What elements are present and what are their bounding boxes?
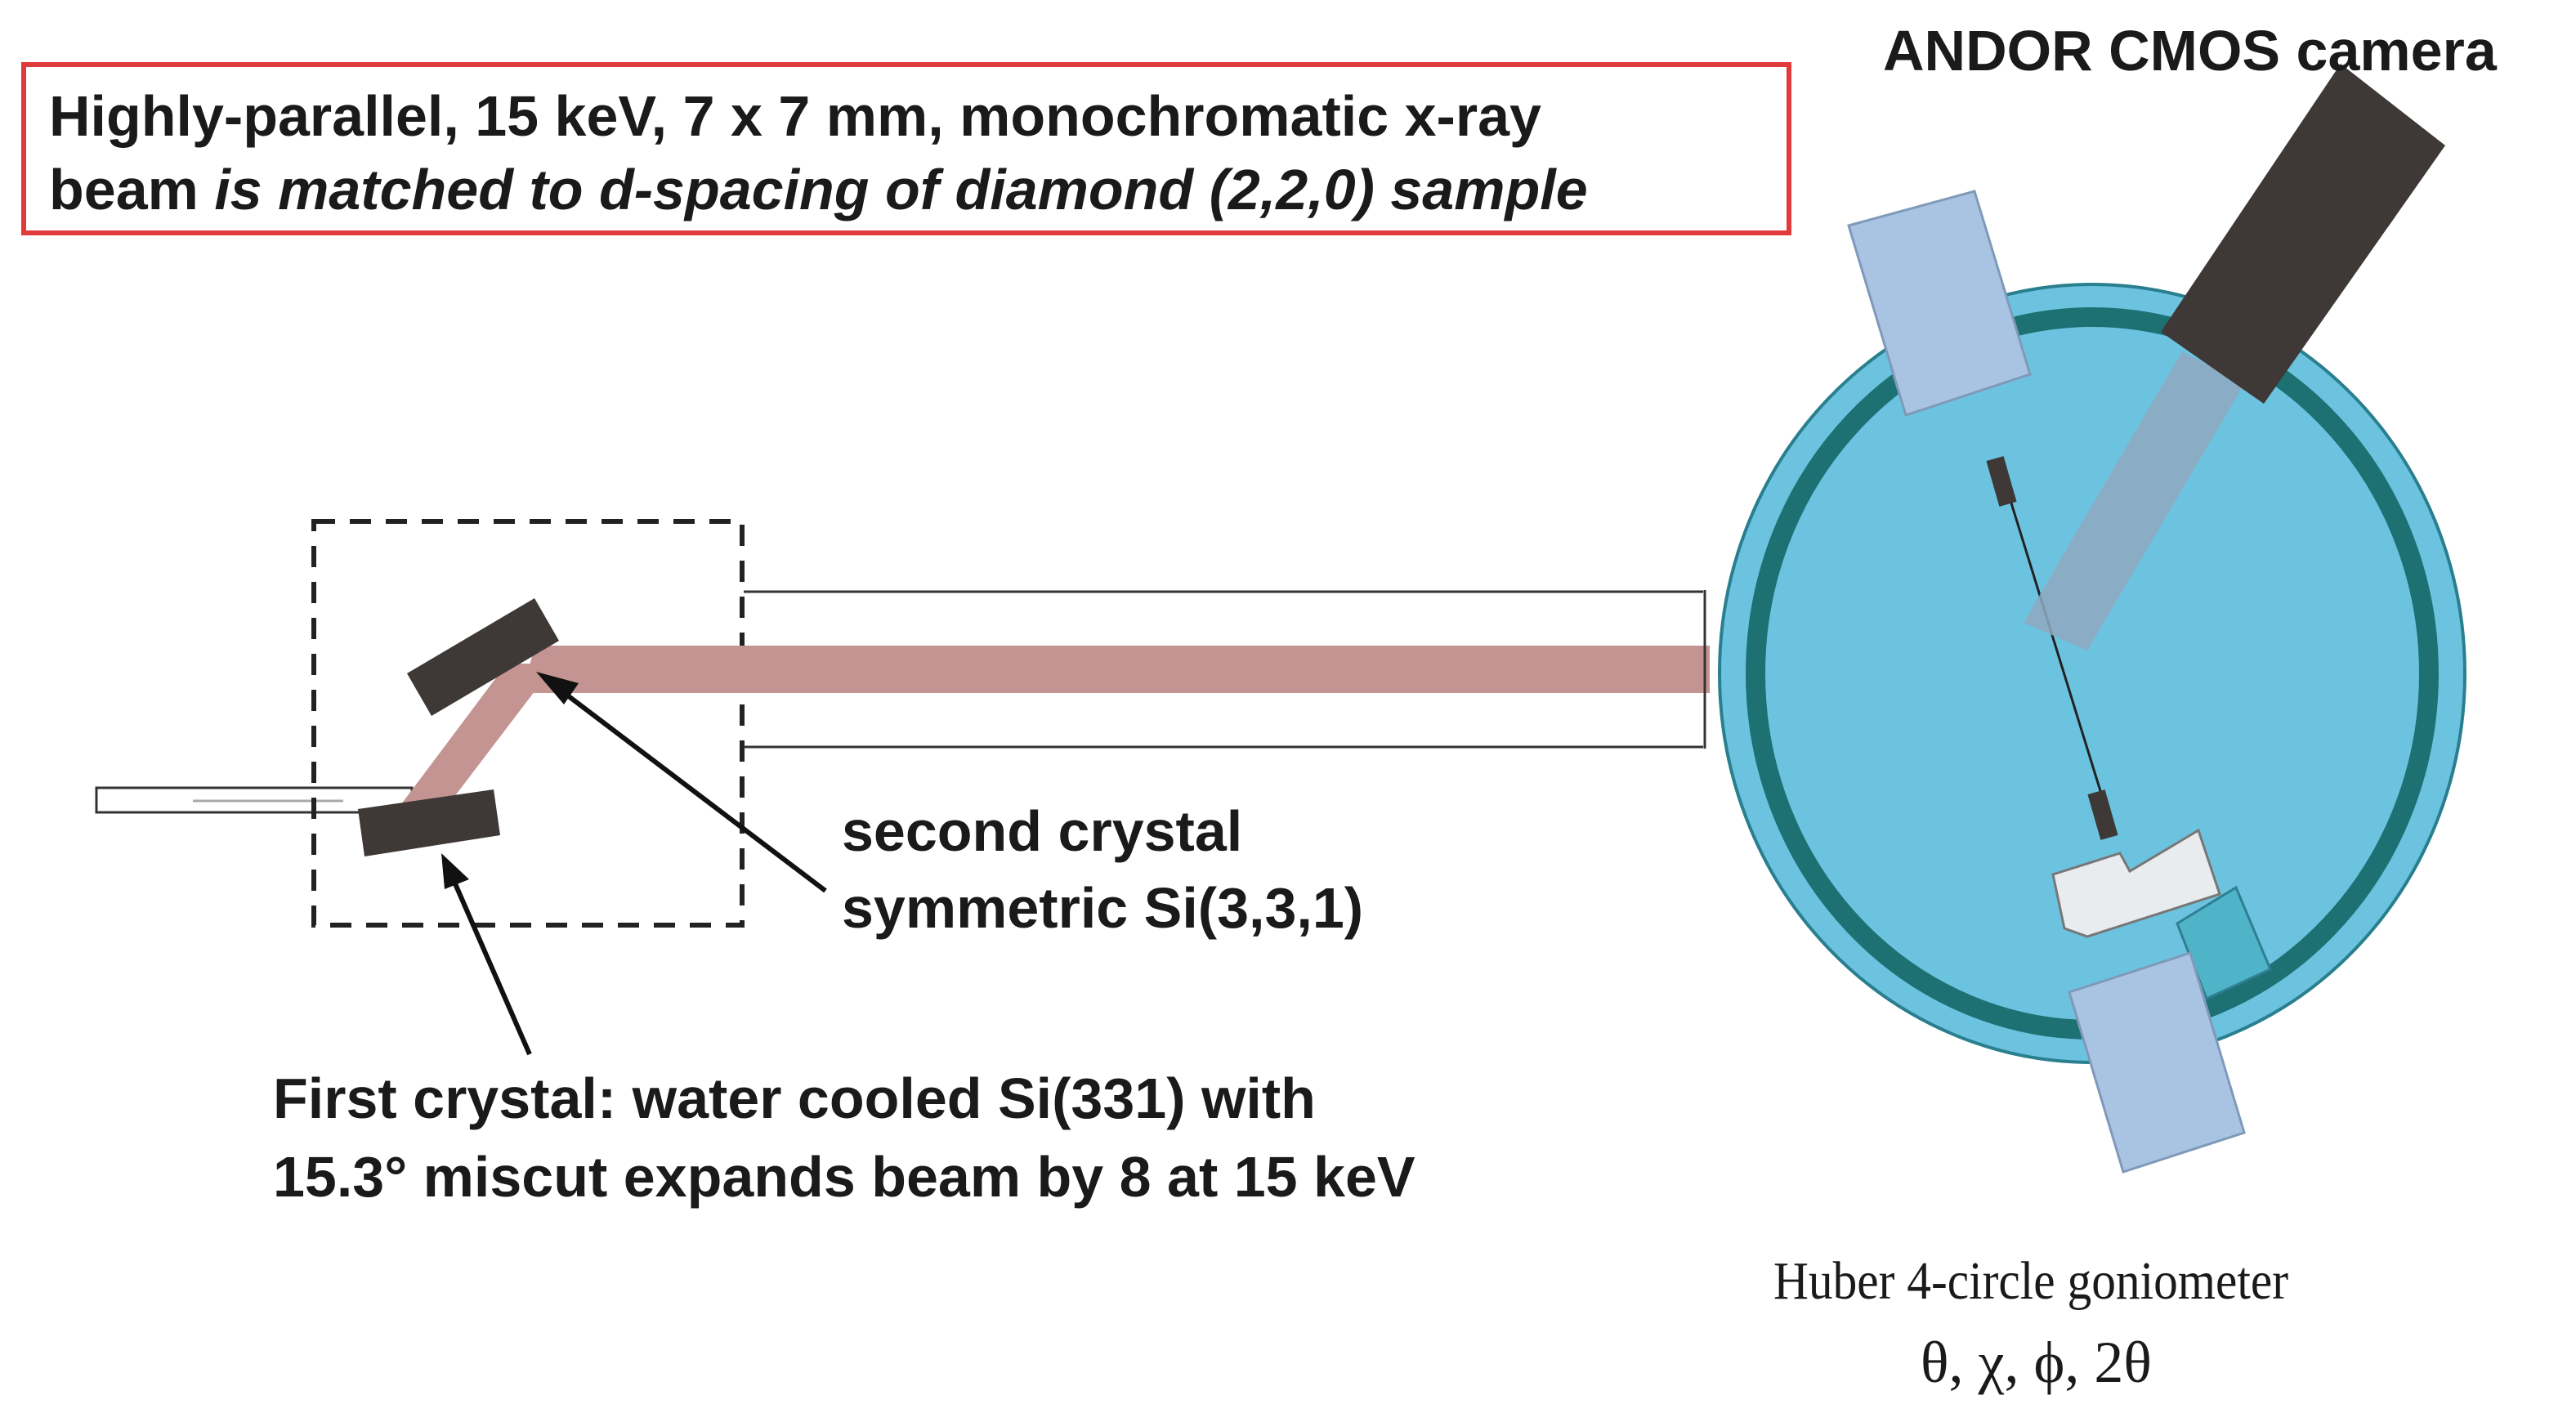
camera-label: ANDOR CMOS camera — [1883, 19, 2497, 83]
arrow-first-crystal — [441, 853, 532, 1056]
goniometer-disc — [1718, 283, 2466, 1064]
incoming-beam-tube — [95, 786, 414, 814]
expanded-beam — [523, 646, 1710, 693]
detector-panel-bottom — [2068, 951, 2246, 1174]
beam-between-crystals — [399, 664, 556, 807]
first-crystal-block — [358, 789, 500, 856]
monochromator-box — [311, 519, 745, 928]
sample-holder-bottom — [2087, 789, 2118, 840]
title-box: Highly-parallel, 15 keV, 7 x 7 mm, monoc… — [21, 62, 1791, 235]
arrow-second-crystal — [536, 672, 827, 893]
second-crystal-line-1: second crystal — [842, 799, 1243, 863]
goniometer-label: Huber 4-circle goniometer — [1773, 1251, 2289, 1311]
second-crystal-label: second crystal symmetric Si(3,3,1) — [842, 793, 1363, 946]
title-line-2: beam is matched to d-spacing of diamond … — [49, 157, 1588, 222]
goniometer — [1718, 64, 2466, 1174]
first-crystal-label: First crystal: water cooled Si(331) with… — [273, 1059, 1415, 1216]
detector-panel-top — [1847, 190, 2032, 417]
title-line-2-italic: is matched to d-spacing of diamond (2,2,… — [214, 158, 1588, 221]
second-crystal-block — [407, 598, 559, 716]
sample-holder-top — [1986, 456, 2017, 507]
title-line-1: Highly-parallel, 15 keV, 7 x 7 mm, monoc… — [49, 84, 1541, 148]
second-crystal-line-2: symmetric Si(3,3,1) — [842, 876, 1364, 940]
first-crystal-line-1: First crystal: water cooled Si(331) with — [273, 1066, 1316, 1130]
goniometer-angles: θ, χ, ϕ, 2θ — [1921, 1330, 2152, 1395]
andor-camera — [2161, 64, 2445, 404]
sample-stage — [2051, 828, 2221, 938]
first-crystal-line-2: 15.3° miscut expands beam by 8 at 15 keV — [273, 1145, 1415, 1209]
title-line-2-prefix: beam — [49, 158, 215, 221]
camera-view-beam — [2024, 351, 2244, 651]
